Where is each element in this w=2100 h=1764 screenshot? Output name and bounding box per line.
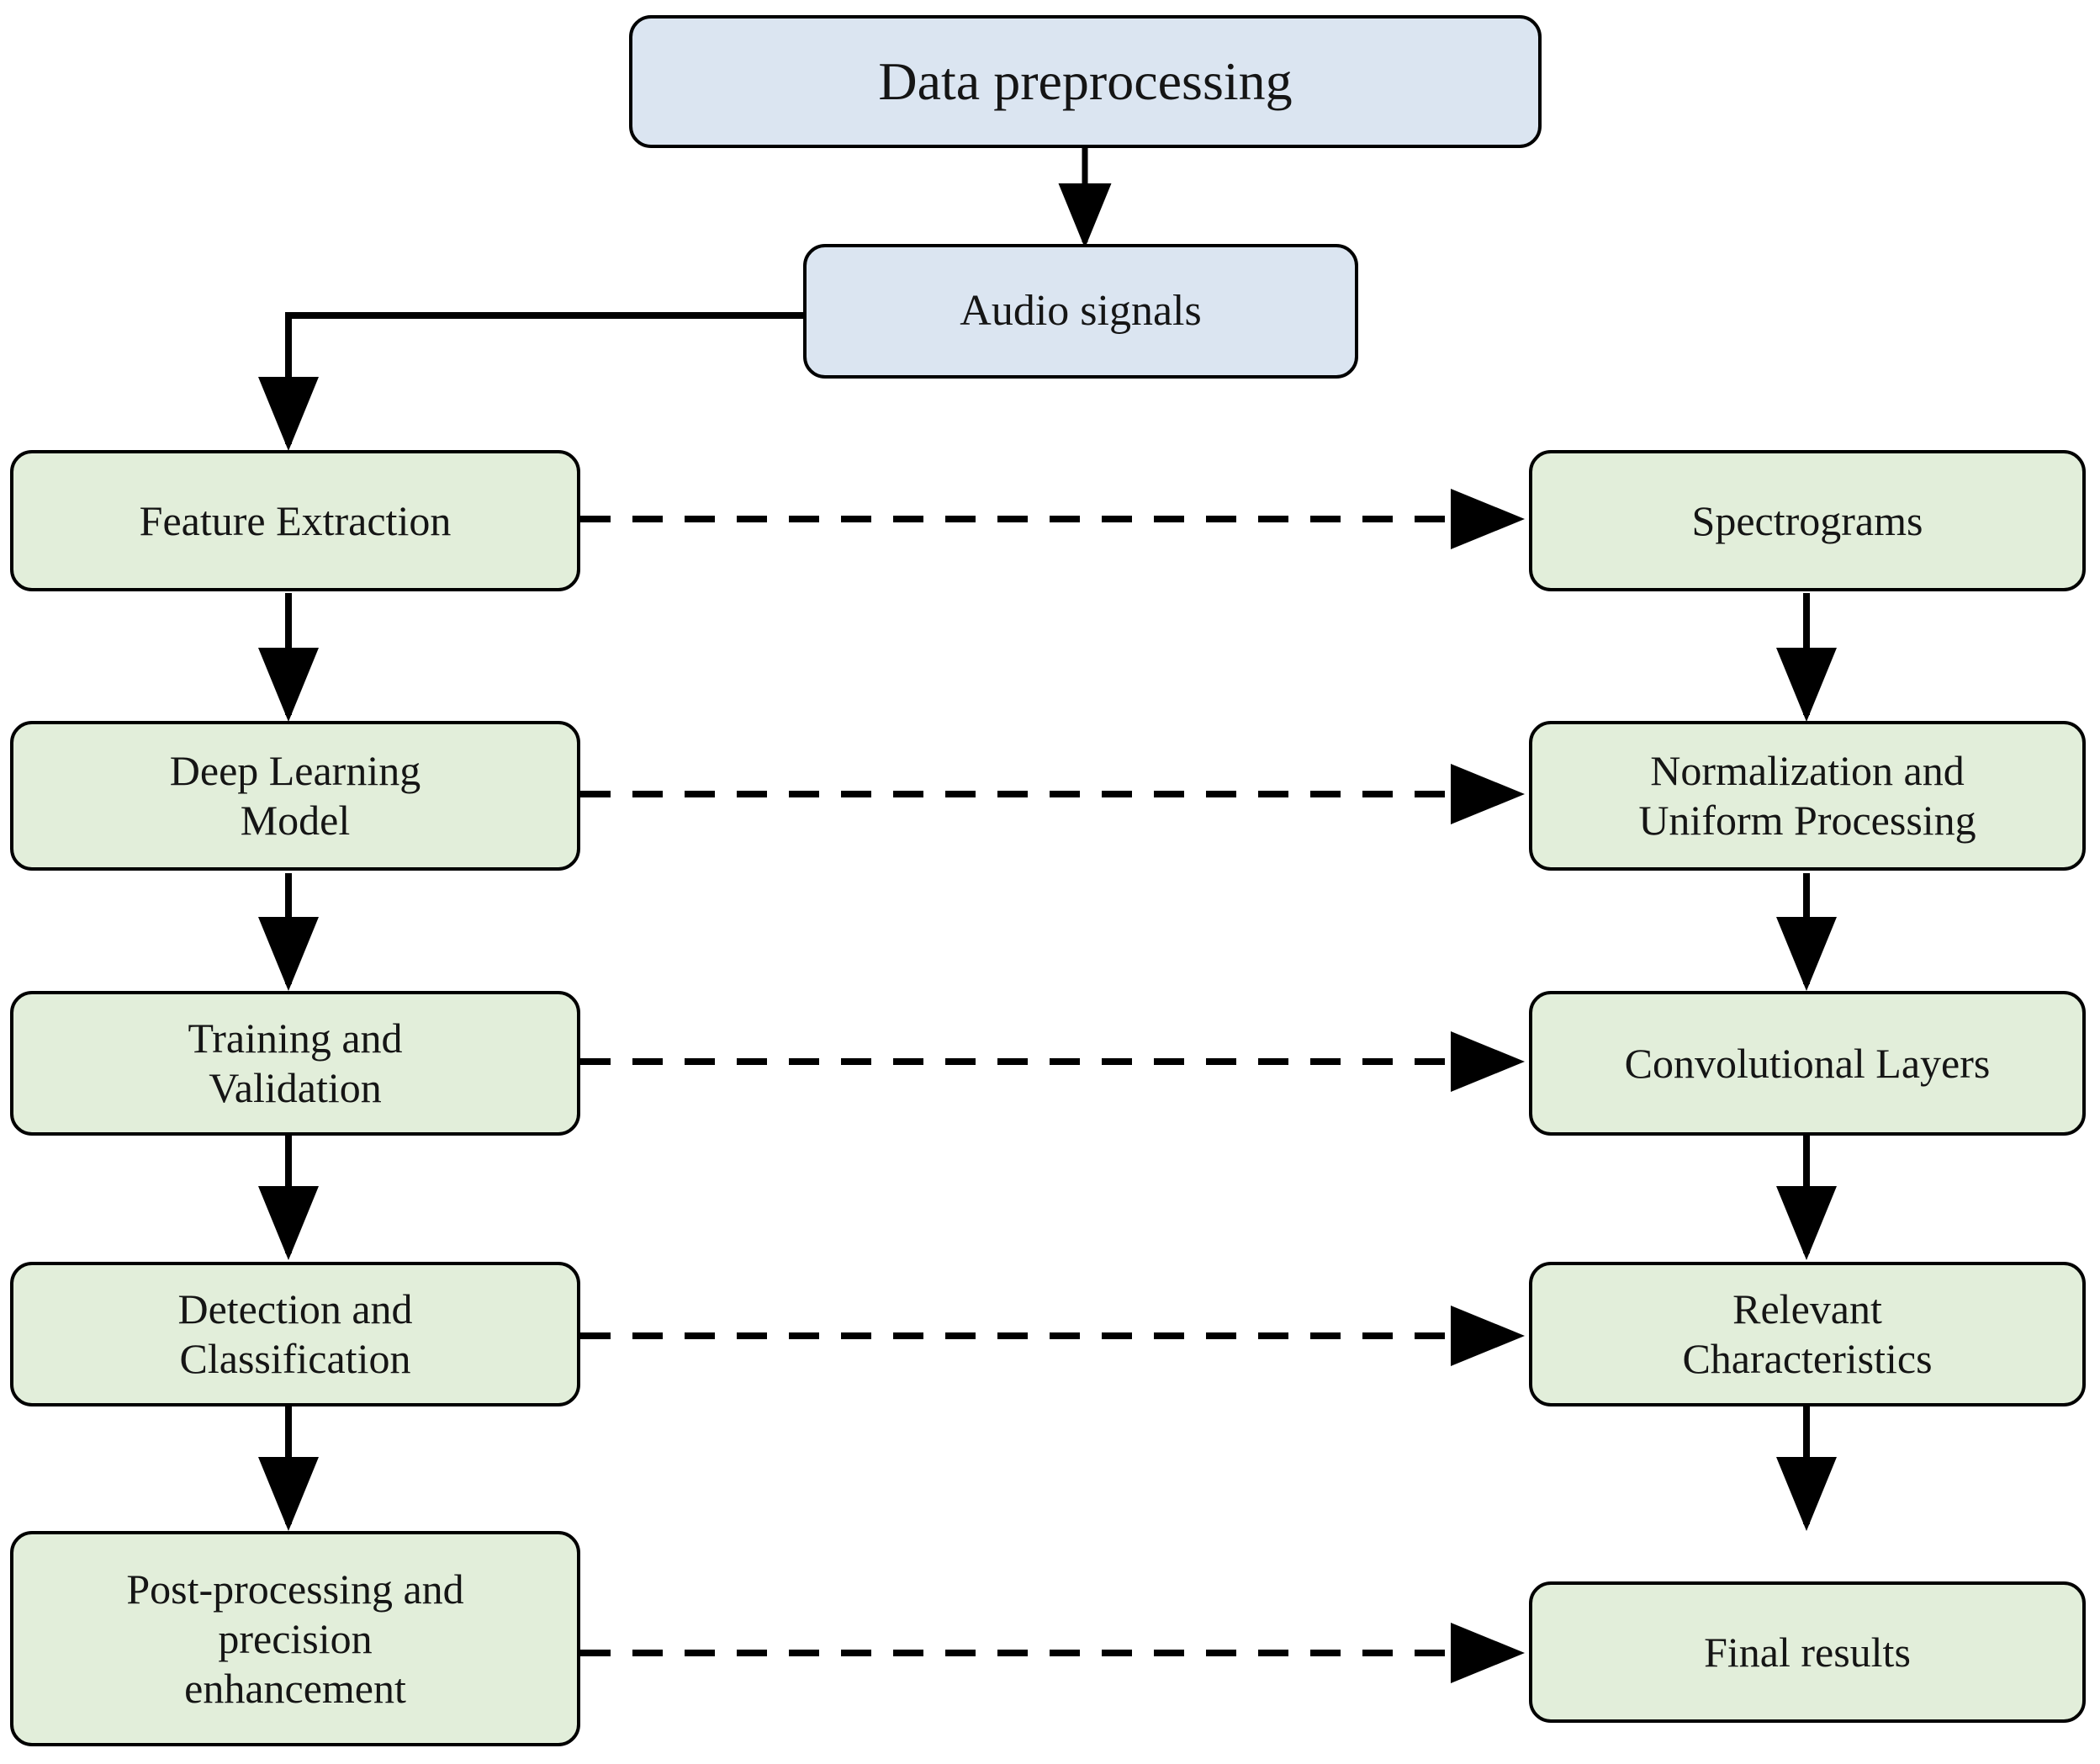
node-post-processing[interactable]: Post-processing and precision enhancemen… xyxy=(10,1531,580,1746)
node-training-validation[interactable]: Training and Validation xyxy=(10,991,580,1136)
node-normalization-label: Normalization and Uniform Processing xyxy=(1638,747,1976,844)
node-spectrograms-label: Spectrograms xyxy=(1691,496,1923,544)
node-feature-extraction-label: Feature Extraction xyxy=(139,496,452,544)
node-deep-learning-model[interactable]: Deep Learning Model xyxy=(10,721,580,871)
node-audio-signals-label: Audio signals xyxy=(960,287,1202,336)
node-deep-learning-model-label: Deep Learning Model xyxy=(169,747,421,844)
node-feature-extraction[interactable]: Feature Extraction xyxy=(10,450,580,591)
node-training-validation-label: Training and Validation xyxy=(188,1014,403,1111)
node-detection-classification-label: Detection and Classification xyxy=(177,1285,413,1382)
node-data-preprocessing[interactable]: Data preprocessing xyxy=(629,15,1542,148)
node-data-preprocessing-label: Data preprocessing xyxy=(878,51,1293,112)
node-relevant-characteristics-label: Relevant Characteristics xyxy=(1682,1285,1933,1382)
node-audio-signals[interactable]: Audio signals xyxy=(803,244,1358,379)
edge-audio-signals-to-feature-extraction xyxy=(258,312,807,451)
node-final-results[interactable]: Final results xyxy=(1529,1581,2086,1723)
node-convolutional-layers[interactable]: Convolutional Layers xyxy=(1529,991,2086,1136)
node-post-processing-label: Post-processing and precision enhancemen… xyxy=(126,1565,464,1712)
node-detection-classification[interactable]: Detection and Classification xyxy=(10,1262,580,1406)
node-final-results-label: Final results xyxy=(1704,1628,1911,1676)
node-normalization[interactable]: Normalization and Uniform Processing xyxy=(1529,721,2086,871)
node-convolutional-layers-label: Convolutional Layers xyxy=(1624,1039,1991,1087)
node-spectrograms[interactable]: Spectrograms xyxy=(1529,450,2086,591)
node-relevant-characteristics[interactable]: Relevant Characteristics xyxy=(1529,1262,2086,1406)
